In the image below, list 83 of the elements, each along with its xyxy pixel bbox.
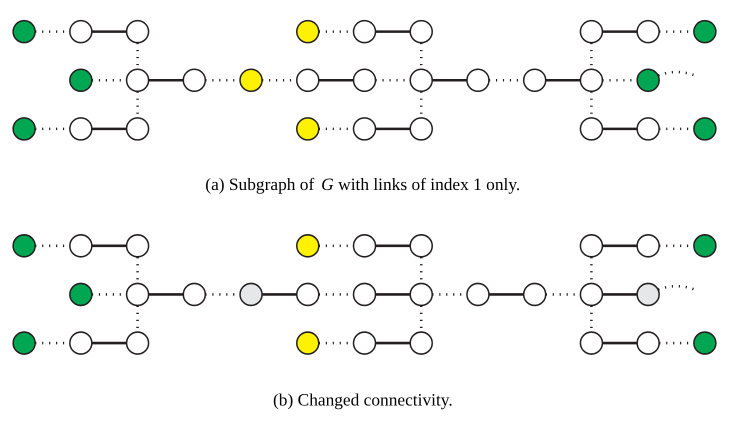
node-circle xyxy=(69,68,93,92)
node-circle xyxy=(352,330,376,354)
node-circle xyxy=(409,330,433,354)
node-circle xyxy=(466,68,490,92)
node-circle xyxy=(126,282,150,306)
node-circle xyxy=(409,234,433,258)
node-circle xyxy=(693,116,717,140)
node-circle xyxy=(466,282,490,306)
node-circle xyxy=(580,116,604,140)
node-circle xyxy=(69,330,93,354)
node-circle xyxy=(69,19,93,43)
connector xyxy=(148,78,184,82)
node-circle xyxy=(296,68,320,92)
node-circle xyxy=(352,234,376,258)
node-circle xyxy=(69,116,93,140)
node-circle xyxy=(636,330,660,354)
node-circle xyxy=(636,234,660,258)
node-circle xyxy=(409,19,433,43)
node-circle xyxy=(296,330,320,354)
connector xyxy=(602,244,638,247)
node-circle xyxy=(239,282,263,306)
connector xyxy=(376,30,410,32)
node-circle xyxy=(352,68,376,92)
connector xyxy=(376,341,410,344)
node-circle xyxy=(182,282,206,306)
node-circle xyxy=(580,19,604,43)
node-circle xyxy=(693,234,717,258)
node-circle xyxy=(12,116,36,140)
node-circle xyxy=(352,19,376,43)
connector xyxy=(376,292,410,296)
node-circle xyxy=(126,234,150,258)
connector xyxy=(262,292,297,296)
node-circle xyxy=(409,68,433,92)
connector xyxy=(92,127,127,130)
label: (a) Subgraph of G with links of index 1 only. xyxy=(205,174,520,194)
node-circle xyxy=(126,330,150,354)
connector xyxy=(546,78,580,82)
node-circle xyxy=(522,282,546,306)
label: (b) Changed connectivity. xyxy=(273,390,453,410)
connector xyxy=(92,341,127,344)
node-circle xyxy=(296,116,320,140)
node-circle xyxy=(636,19,660,43)
node-circle xyxy=(580,234,604,258)
node-circle xyxy=(636,282,660,306)
connector xyxy=(376,127,410,130)
connector xyxy=(92,30,127,32)
node-circle xyxy=(693,330,717,354)
node-circle xyxy=(126,116,150,140)
node-circle xyxy=(12,330,36,354)
node-circle xyxy=(352,116,376,140)
connector xyxy=(658,284,696,290)
node-circle xyxy=(580,282,604,306)
node-circle xyxy=(296,282,320,306)
node-circle xyxy=(12,19,36,43)
node-circle xyxy=(580,330,604,354)
connector xyxy=(489,292,524,296)
node-circle xyxy=(12,234,36,258)
node-circle xyxy=(126,68,150,92)
connector xyxy=(602,30,638,32)
node-circle xyxy=(296,19,320,43)
connector xyxy=(658,70,696,76)
connector xyxy=(92,244,127,247)
node-circle xyxy=(182,68,206,92)
node-circle xyxy=(296,234,320,258)
node-circle xyxy=(126,19,150,43)
node-circle xyxy=(69,282,93,306)
node-circle xyxy=(69,234,93,258)
node-circle xyxy=(636,68,660,92)
node-circle xyxy=(522,68,546,92)
connector xyxy=(602,292,638,296)
node-circle xyxy=(409,282,433,306)
node-circle xyxy=(693,19,717,43)
connector xyxy=(602,127,638,130)
node-circle xyxy=(352,282,376,306)
node-circle xyxy=(636,116,660,140)
connector xyxy=(148,292,184,296)
connector xyxy=(318,78,354,82)
connector xyxy=(376,244,410,247)
connector xyxy=(432,78,467,82)
node-circle xyxy=(409,116,433,140)
connector xyxy=(602,341,638,344)
node-circle xyxy=(239,68,263,92)
node-circle xyxy=(580,68,604,92)
